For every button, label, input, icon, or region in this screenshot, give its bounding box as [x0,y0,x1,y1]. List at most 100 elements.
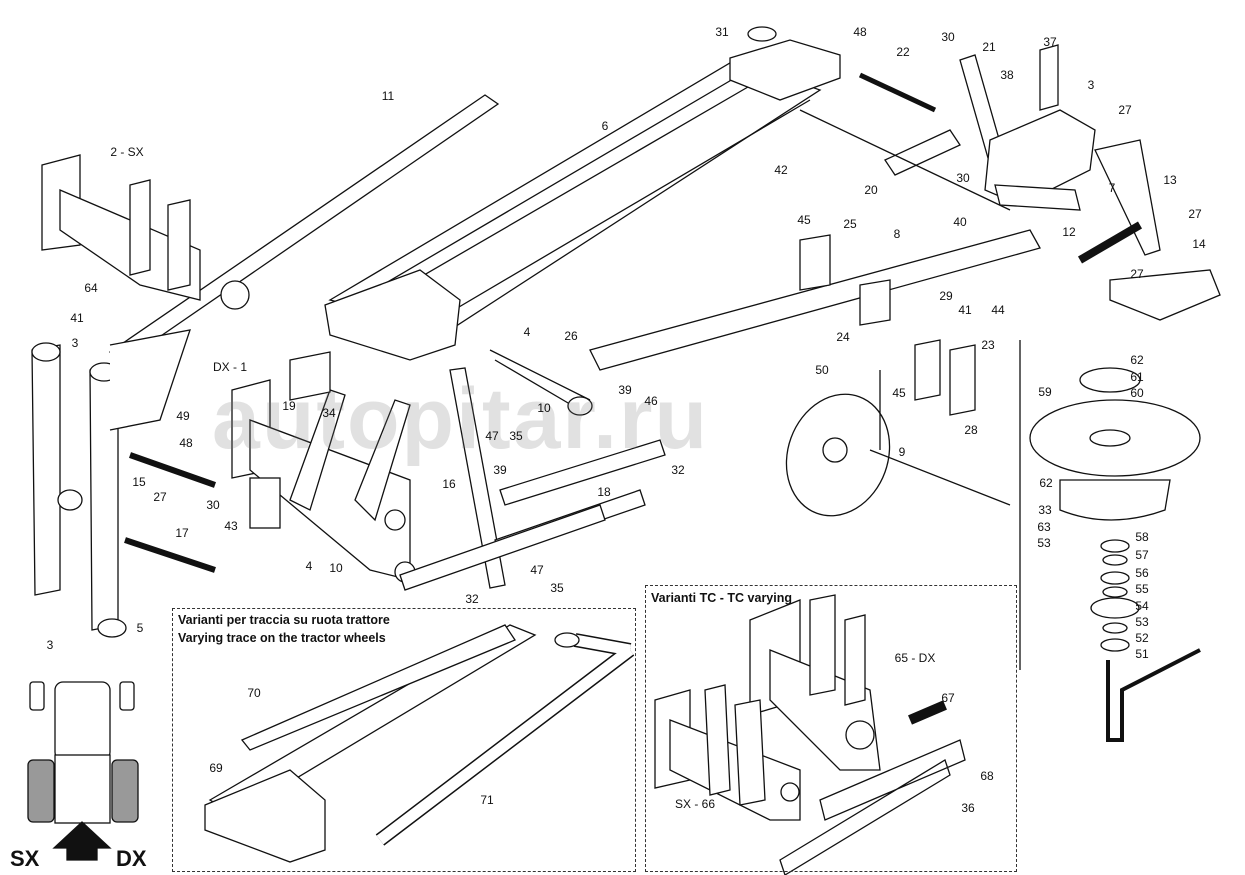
callout-label: 46 [644,394,658,408]
callout-label: 34 [322,406,336,420]
callout-label: 48 [179,436,193,450]
variant-trace-box [172,608,636,872]
callout-label: 48 [853,25,867,39]
callout-label: 67 [941,691,955,705]
callout-label: 68 [980,769,994,783]
arm-16 [399,349,666,591]
link-20-22 [799,72,1011,211]
callout-label: 45 [892,386,906,400]
callout-label: 20 [864,183,878,197]
callout-label: 60 [1130,386,1144,400]
callout-label: 47 [530,563,544,577]
callout-label: 14 [1192,237,1206,251]
callout-label: 15 [132,475,146,489]
callout-label: 35 [509,429,523,443]
bracket-1 [231,351,416,583]
callout-label: 39 [618,383,632,397]
callout-label: 22 [896,45,910,59]
side-frame [31,329,216,638]
callout-label: 62 [1130,353,1144,367]
callout-label: 23 [981,338,995,352]
tube-8 [589,229,1041,416]
callout-label: 33 [1038,503,1052,517]
callout-label: 32 [671,463,685,477]
callout-label: 9 [898,445,906,459]
callout-label: 41 [70,311,84,325]
callout-label: 71 [480,793,494,807]
callout-label: 45 [797,213,811,227]
callout-label: 57 [1135,548,1149,562]
callout-label: 29 [939,289,953,303]
callout-label: 55 [1135,582,1149,596]
callout-label: 18 [597,485,611,499]
callout-label: 27 [1188,207,1202,221]
callout-label: 62 [1039,476,1053,490]
callout-label: 36 [961,801,975,815]
variant-tc-box [645,585,1017,872]
callout-label: 13 [1163,173,1177,187]
watermark: autopitar.ru [212,371,710,467]
bracket-66 [654,684,966,875]
callout-label: 40 [953,215,967,229]
callout-label: 27 [1130,267,1144,281]
callout-label: 39 [493,463,507,477]
callout-label: 12 [1062,225,1076,239]
callout-label: 56 [1135,566,1149,580]
callout-label: 49 [176,409,190,423]
direction-right-label: DX [116,846,147,871]
callout-label: 52 [1135,631,1149,645]
callout-label: 3 [46,638,54,652]
direction-left-label: SX [10,846,40,871]
callout-label: 30 [206,498,220,512]
callout-label: 50 [815,363,829,377]
callout-label: 31 [715,25,729,39]
callout-label: 25 [843,217,857,231]
callout-label: 21 [982,40,996,54]
trace-title-en: Varying trace on the tractor wheels [178,631,386,645]
callout-label: 35 [550,581,564,595]
callout-label: 69 [209,761,223,775]
tc-title: Varianti TC - TC varying [651,591,793,605]
bracket-2 [41,154,250,310]
callout-label: 7 [1108,181,1116,195]
callout-label: 44 [991,303,1005,317]
disc-9 [785,370,1011,517]
callout-label: 47 [485,429,499,443]
callout-label: 53 [1135,615,1149,629]
callout-label: 51 [1135,647,1149,661]
callout-label: 3 [71,336,79,350]
hinge-assembly [959,44,1221,321]
callout-label: 30 [956,171,970,185]
callout-label: 6 [601,119,609,133]
callout-label: 63 [1037,520,1051,534]
callout-label: 42 [774,163,788,177]
callout-label: 26 [564,329,578,343]
callout-label: SX - 66 [674,797,716,811]
callout-label: 70 [247,686,261,700]
frame-69 [204,624,635,863]
callout-label: 24 [836,330,850,344]
callout-label: 54 [1135,599,1149,613]
callout-label: 38 [1000,68,1014,82]
callout-label: 58 [1135,530,1149,544]
callout-label: 61 [1130,370,1144,384]
callout-label: 8 [893,227,901,241]
callout-label: 59 [1038,385,1052,399]
callout-label: 19 [282,399,296,413]
callout-label: 43 [224,519,238,533]
callout-label: 4 [523,325,531,339]
callout-label: 27 [153,490,167,504]
callout-label: 65 - DX [894,651,936,665]
bracket-65 [749,594,881,771]
frame-6 [324,26,841,361]
callout-label: 53 [1037,536,1051,550]
callout-label: 64 [84,281,98,295]
callout-label: 4 [305,559,313,573]
callout-label: 5 [136,621,144,635]
tractor-icon [27,681,139,861]
callout-label: 27 [1118,103,1132,117]
callout-label: 10 [329,561,343,575]
callout-label: 28 [964,423,978,437]
